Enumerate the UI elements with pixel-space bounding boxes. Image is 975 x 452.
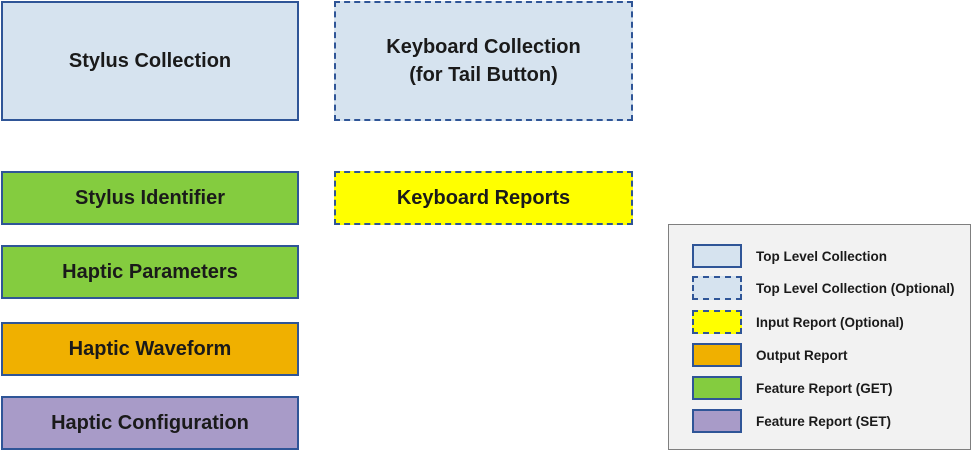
legend-item-output-report: Output Report xyxy=(692,343,847,367)
legend-label: Top Level Collection xyxy=(756,248,888,264)
haptic-waveform-box: Haptic Waveform xyxy=(1,322,299,376)
legend-item-feature-report-set: Feature Report (SET) xyxy=(692,409,891,433)
keyboard-collection-box: Keyboard Collection (for Tail Button) xyxy=(334,1,633,121)
legend-item-input-report: Input Report (Optional) xyxy=(692,310,904,334)
haptic-configuration-box: Haptic Configuration xyxy=(1,396,299,450)
keyboard-reports-label: Keyboard Reports xyxy=(396,187,571,209)
legend-label: Feature Report (SET) xyxy=(756,413,892,429)
legend-label: Output Report xyxy=(756,347,848,363)
haptic-waveform-label: Haptic Waveform xyxy=(68,338,232,360)
legend-item-top-level-collection: Top Level Collection xyxy=(692,244,887,268)
haptic-parameters-label: Haptic Parameters xyxy=(62,261,238,283)
stylus-collection-box: Stylus Collection xyxy=(1,1,299,121)
keyboard-reports-box: Keyboard Reports xyxy=(334,171,633,225)
stylus-collection-label: Stylus Collection xyxy=(68,50,232,72)
legend-item-top-level-collection-optional: Top Level Collection (Optional) xyxy=(692,276,955,300)
haptic-parameters-box: Haptic Parameters xyxy=(1,245,299,299)
legend-item-feature-report-get: Feature Report (GET) xyxy=(692,376,893,400)
keyboard-collection-label-line2: (for Tail Button) xyxy=(409,64,558,86)
stylus-identifier-label: Stylus Identifier xyxy=(74,187,226,209)
legend-swatch-top-level-collection-optional xyxy=(692,276,742,300)
legend-label: Input Report (Optional) xyxy=(756,314,904,330)
haptic-configuration-label: Haptic Configuration xyxy=(51,412,249,434)
legend-swatch-input-report xyxy=(692,310,742,334)
legend-label: Top Level Collection (Optional) xyxy=(756,280,955,296)
legend-swatch-feature-report-set xyxy=(692,409,742,433)
legend-swatch-feature-report-get xyxy=(692,376,742,400)
legend-swatch-top-level-collection xyxy=(692,244,742,268)
stylus-identifier-box: Stylus Identifier xyxy=(1,171,299,225)
legend: Top Level Collection Top Level Collectio… xyxy=(668,224,971,450)
keyboard-collection-label-line1: Keyboard Collection xyxy=(386,36,581,58)
legend-label: Feature Report (GET) xyxy=(756,380,893,396)
legend-swatch-output-report xyxy=(692,343,742,367)
